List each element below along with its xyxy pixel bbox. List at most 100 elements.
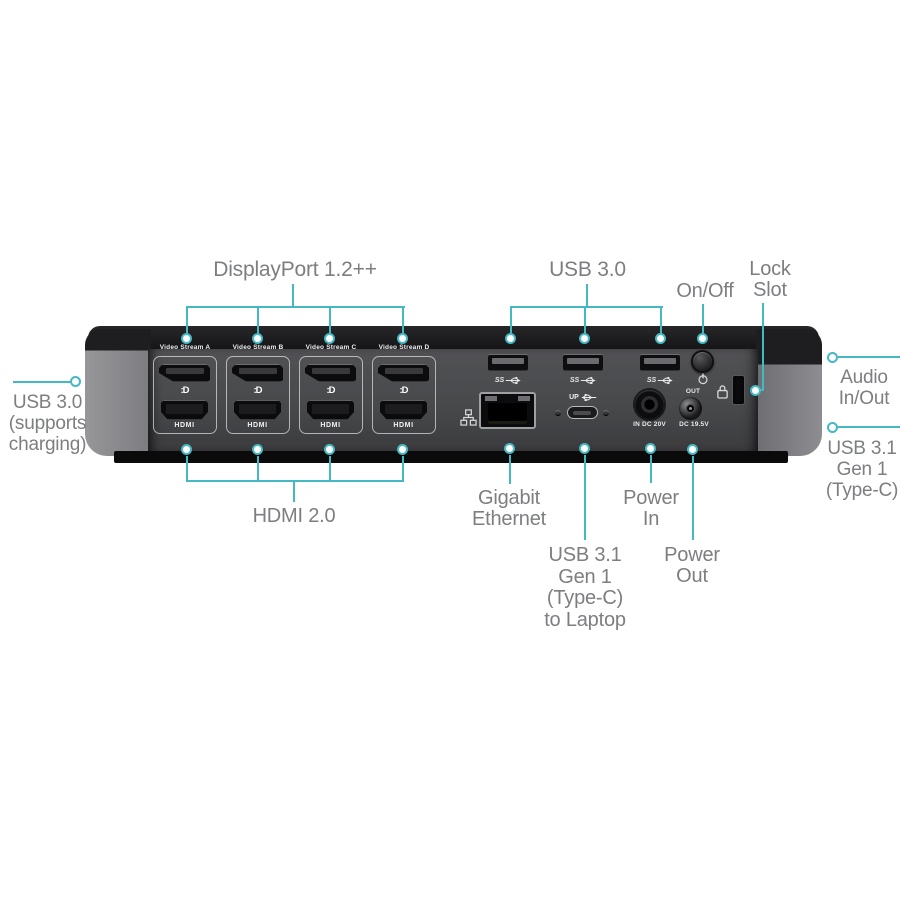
hdmi-port-label: HDMI	[174, 422, 195, 429]
ethernet-port	[479, 392, 536, 429]
ethernet-tab	[485, 396, 497, 401]
hdmi-port	[161, 400, 208, 420]
hdmi-slot	[385, 404, 422, 414]
callout-label-usb30: USB 3.0	[549, 258, 626, 281]
usb-c-port	[567, 406, 598, 419]
usb-a-tongue	[492, 358, 524, 364]
usbc-up-label: UP	[561, 392, 605, 402]
hdmi-port-label: HDMI	[393, 422, 414, 429]
dp-hdmi-port-box: :D HDMI	[153, 356, 217, 434]
hdmi-port-label: HDMI	[320, 422, 341, 429]
callout-label-onoff: On/Off	[676, 280, 734, 302]
callout-line	[660, 308, 662, 334]
hdmi-port	[234, 400, 281, 420]
callout-dot	[827, 352, 838, 363]
video-stream-label: Video Stream D	[378, 344, 430, 351]
callout-line	[292, 284, 294, 308]
callout-line	[762, 303, 764, 389]
callout-dot	[181, 333, 192, 344]
network-icon	[460, 409, 477, 431]
power-button	[691, 350, 714, 373]
displayport-slot	[166, 368, 204, 374]
callout-line	[584, 308, 586, 334]
callout-label-powerin: Power In	[623, 487, 679, 530]
video-stream-label: Video Stream C	[305, 344, 357, 351]
hdmi-port	[307, 400, 354, 420]
callout-label-ethernet: Gigabit Ethernet	[471, 487, 546, 530]
callout-line	[186, 480, 404, 482]
callout-dot	[70, 376, 81, 387]
callout-line	[510, 306, 663, 308]
video-stream-group: Video Stream B :D HDMI	[226, 344, 290, 436]
callout-dot	[504, 443, 515, 454]
up-text: UP	[569, 393, 579, 401]
hdmi-port-label: HDMI	[247, 422, 268, 429]
displayport-logo-icon: :D	[326, 385, 335, 396]
power-in-jack	[635, 390, 664, 419]
callout-line	[293, 482, 295, 502]
usb-a-tongue	[567, 358, 599, 364]
usb-superspeed-icon: SS	[640, 375, 680, 385]
ss-text: SS	[569, 376, 580, 384]
ethernet-tab	[518, 396, 530, 401]
hdmi-slot	[239, 404, 276, 414]
callout-line	[257, 308, 259, 334]
callout-dot	[687, 444, 698, 455]
callout-dot	[397, 444, 408, 455]
hdmi-port	[380, 400, 427, 420]
callout-label-usb31-typec: USB 3.1 Gen 1 (Type-C)	[825, 438, 899, 501]
callout-dot	[655, 333, 666, 344]
dp-hdmi-port-box: :D HDMI	[372, 356, 436, 434]
callout-label-hdmi20: HDMI 2.0	[252, 505, 336, 527]
power-out-pin	[689, 407, 692, 410]
usb-trident-icon	[581, 393, 597, 401]
callout-dot	[645, 443, 656, 454]
callout-dot	[397, 333, 408, 344]
callout-dot	[252, 444, 263, 455]
usb-c-slot	[573, 410, 591, 415]
video-stream-group: Video Stream D :D HDMI	[372, 344, 436, 436]
displayport-slot	[239, 368, 277, 374]
displayport-logo-icon: :D	[180, 385, 189, 396]
power-in-jack-label: IN DC 20V	[633, 421, 666, 428]
callout-line	[402, 308, 404, 334]
screw	[555, 410, 561, 416]
power-out-jack	[679, 397, 702, 420]
displayport-logo-icon: :D	[399, 385, 408, 396]
callout-line	[510, 308, 512, 334]
callout-line	[186, 306, 405, 308]
usb-superspeed-icon: SS	[488, 375, 528, 385]
hdmi-slot	[312, 404, 349, 414]
usb-a-port	[563, 354, 603, 371]
lock-icon	[716, 384, 729, 404]
usb-a-port	[488, 354, 528, 371]
device-left-endcap	[85, 329, 151, 456]
device-right-endcap	[756, 329, 822, 456]
ethernet-socket	[488, 403, 527, 424]
callout-dot	[697, 333, 708, 344]
callout-line	[702, 304, 704, 334]
power-symbol-icon	[697, 372, 709, 390]
callout-line	[650, 455, 652, 483]
displayport-port	[232, 364, 283, 382]
usb-a-tongue	[644, 358, 676, 364]
video-stream-group: Video Stream A :D HDMI	[153, 344, 217, 436]
callout-line	[329, 456, 331, 481]
callout-dot	[750, 385, 761, 396]
callout-line	[186, 308, 188, 334]
video-stream-label: Video Stream A	[159, 344, 211, 351]
callout-dot	[827, 422, 838, 433]
power-out-voltage-label: DC 19.5V	[679, 421, 709, 428]
dp-hdmi-port-box: :D HDMI	[226, 356, 290, 434]
callout-label-usbc-laptop: USB 3.1 Gen 1 (Type-C) to Laptop	[544, 544, 626, 631]
displayport-slot	[312, 368, 350, 374]
callout-dot	[579, 333, 590, 344]
callout-line	[584, 455, 586, 540]
usb-trident-icon	[505, 376, 521, 384]
callout-label-audio: Audio In/Out	[838, 367, 890, 409]
lock-slot	[733, 376, 744, 404]
usb-trident-icon	[580, 376, 596, 384]
ss-text: SS	[646, 376, 657, 384]
callout-line	[759, 389, 764, 391]
